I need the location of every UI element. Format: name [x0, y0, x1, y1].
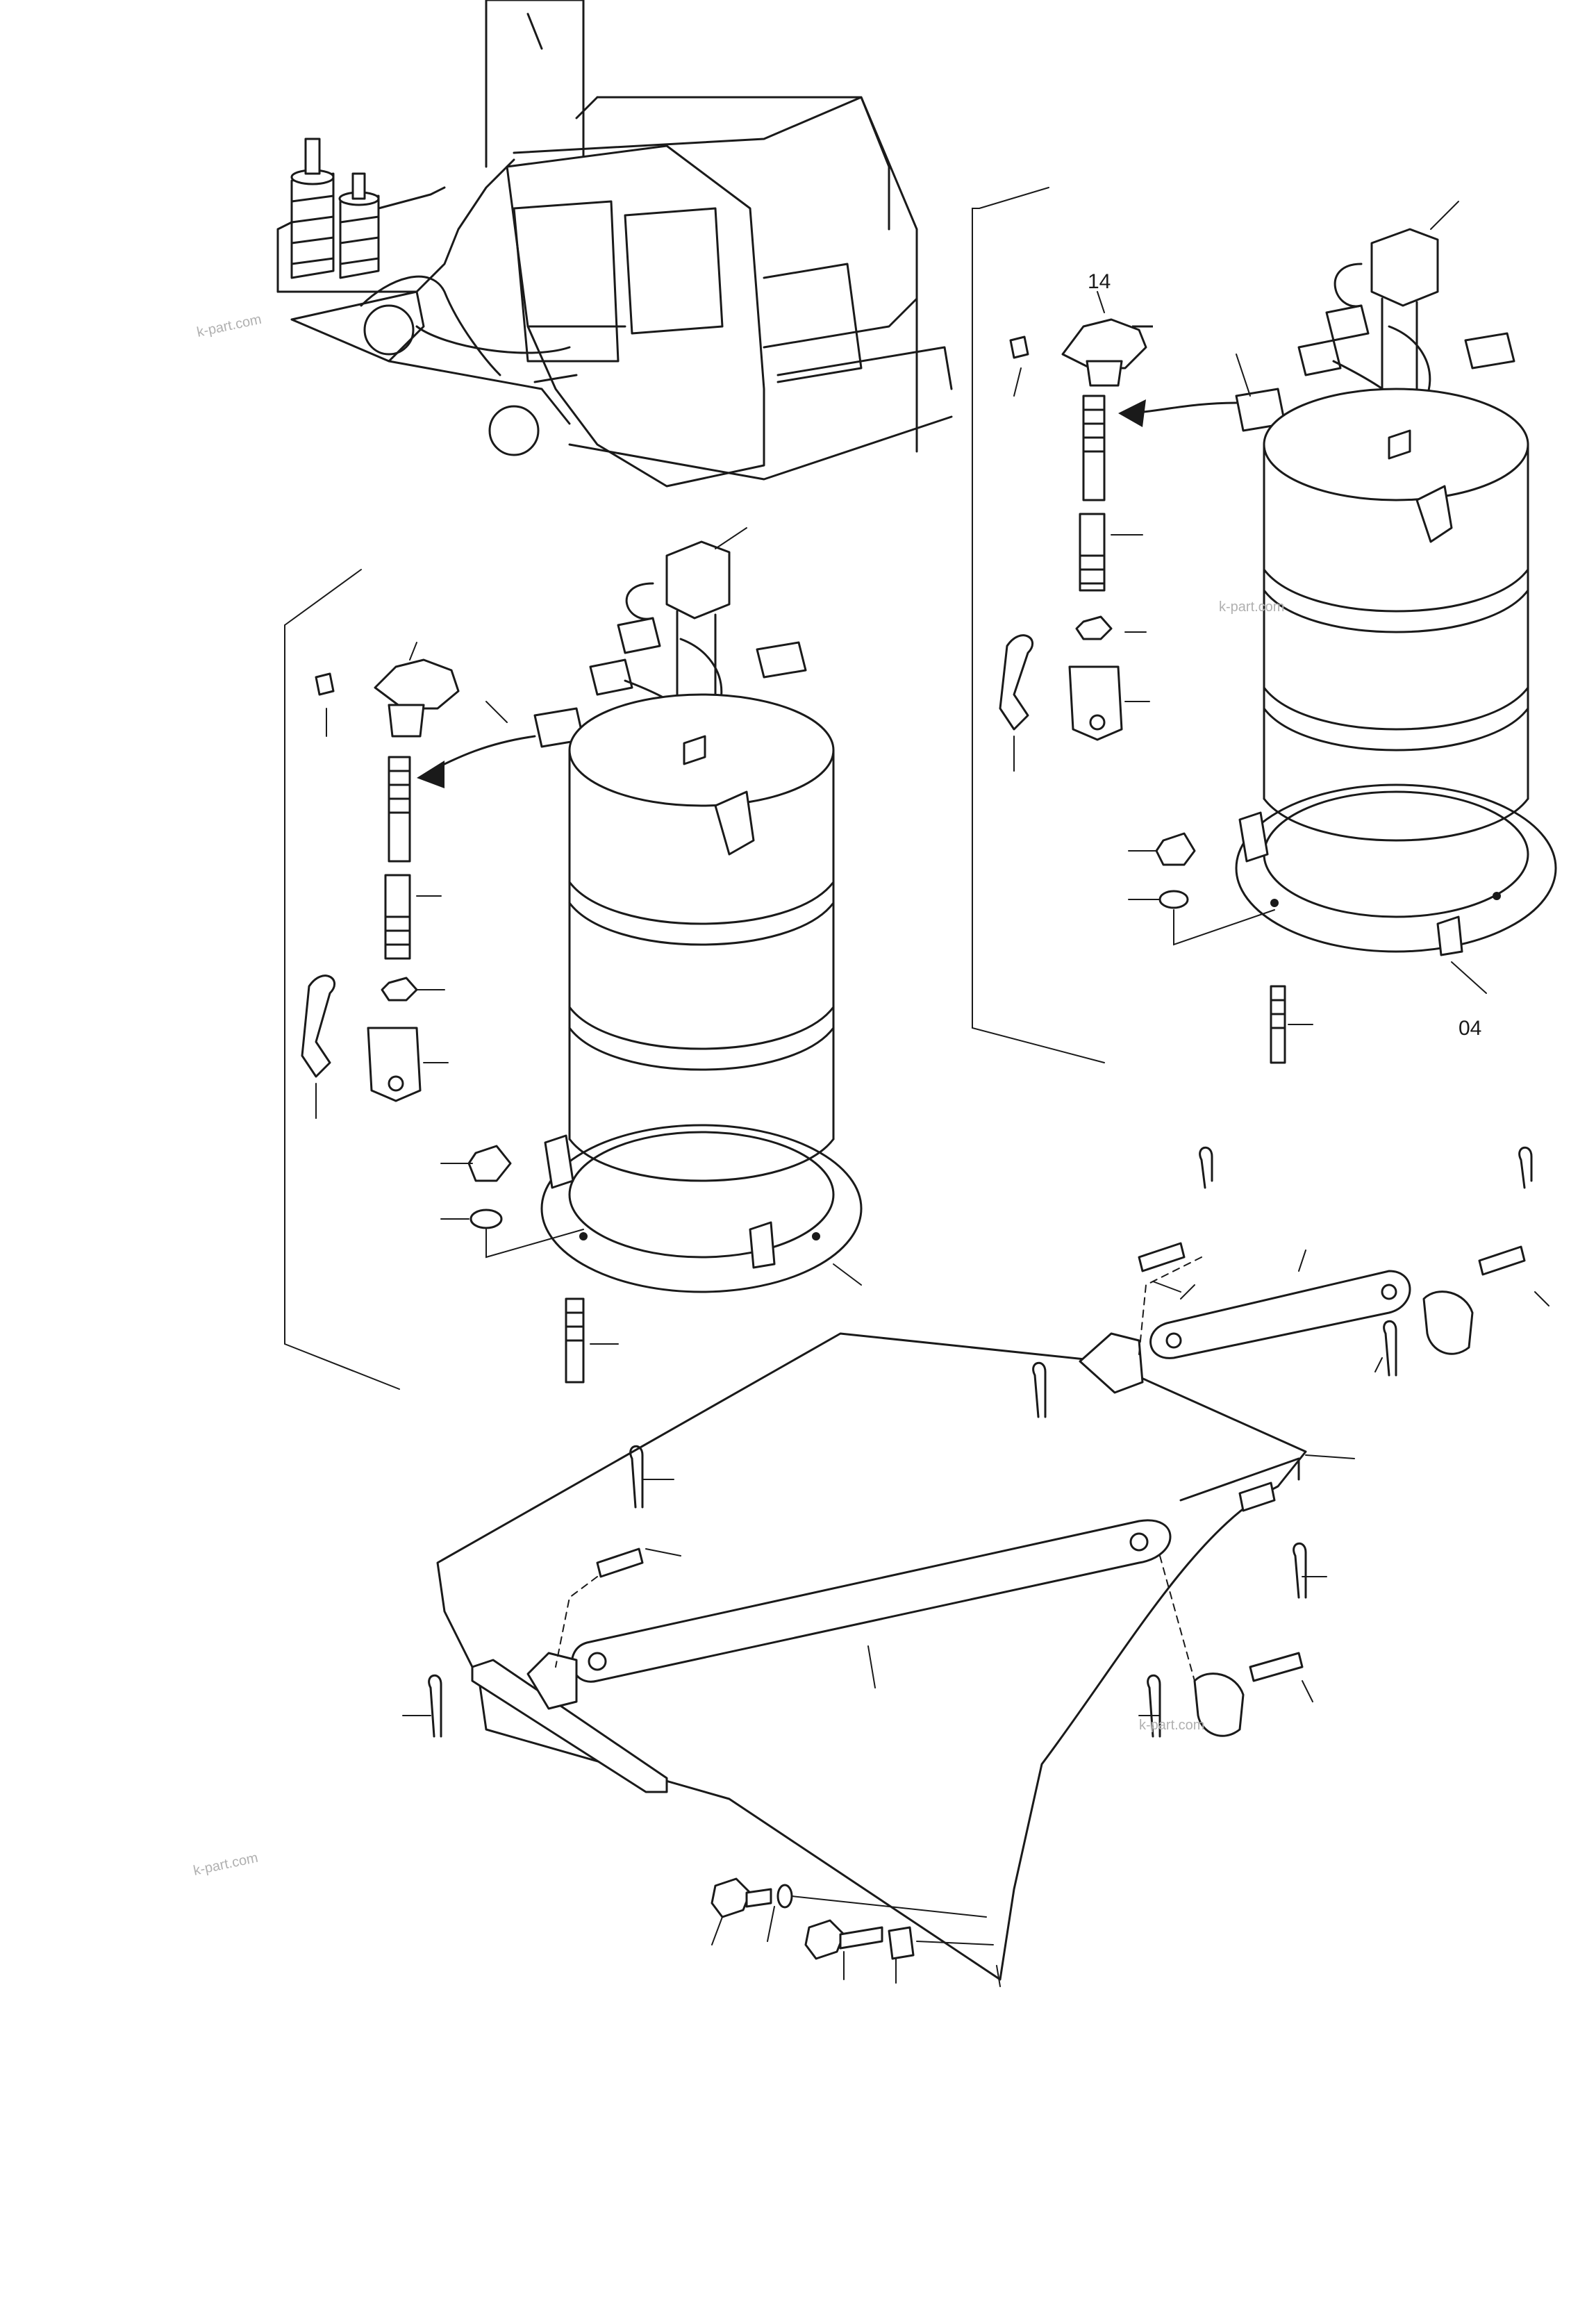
left-detail-parts [301, 642, 536, 1119]
watermark-top-left: k-part.com [195, 312, 263, 340]
watermark-bottom-left: k-part.com [192, 1850, 259, 1879]
callout-ring-label: 04 [1459, 1017, 1481, 1040]
left-lube-pump [440, 527, 863, 1384]
right-assembly-frame [972, 187, 1105, 1063]
left-assembly-frame [284, 569, 400, 1390]
watermark-middle: k-part.com [1139, 1718, 1204, 1733]
machine-overview [276, 0, 953, 488]
callout-top-label: 14 [1088, 270, 1111, 293]
right-lube-pump [1128, 201, 1557, 1064]
right-detail-parts [999, 291, 1238, 772]
watermark-right: k-part.com [1219, 599, 1284, 615]
guard-panel [402, 1146, 1549, 1987]
